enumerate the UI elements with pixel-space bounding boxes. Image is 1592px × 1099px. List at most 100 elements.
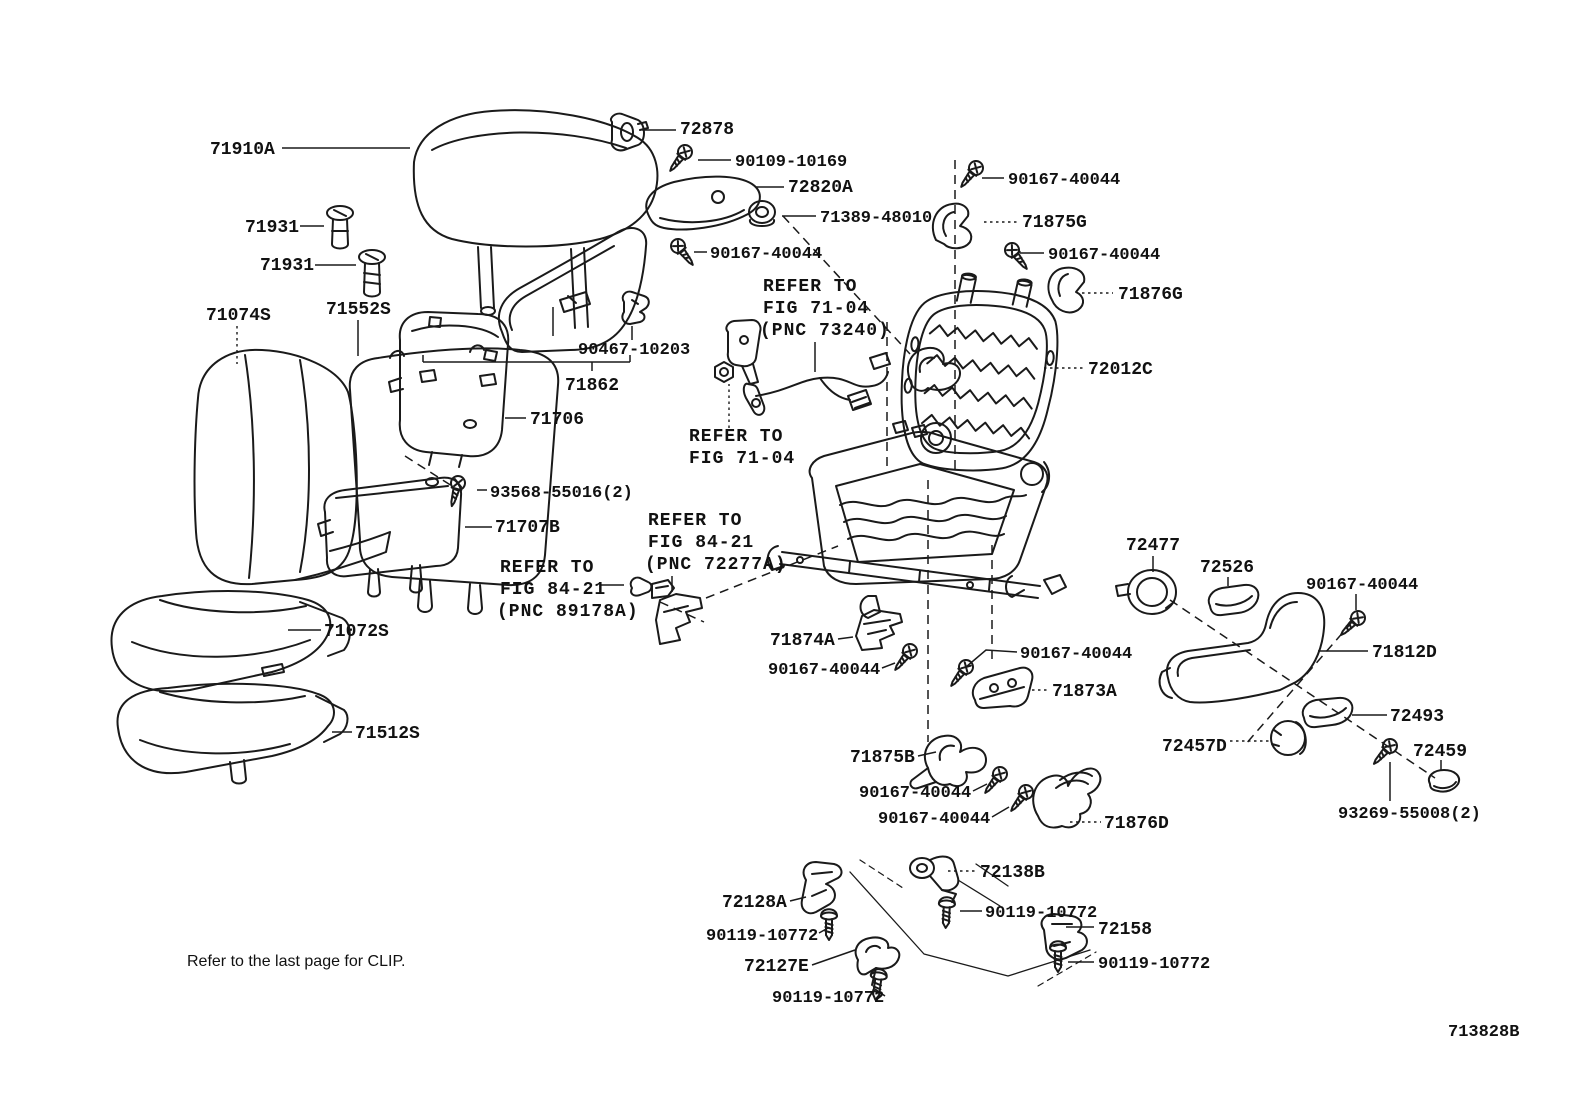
- part-headrest-support-71931-a: [326, 205, 354, 250]
- bracket-71862: [422, 355, 631, 371]
- leader-90167-g: [991, 806, 1010, 818]
- note-refer-1-line1: REFER TO: [763, 277, 857, 297]
- part-bracket-71876G: [1047, 266, 1086, 314]
- part-bracket-71874A: [855, 609, 903, 651]
- label-71707B: 71707B: [495, 518, 560, 538]
- label-71552S: 71552S: [326, 300, 391, 320]
- label-90167-left: 90167-40044: [710, 245, 822, 264]
- part-belt-buckle-assembly: [725, 319, 891, 416]
- part-back-panel-71706: [388, 311, 510, 468]
- construction-diag-rail: [705, 545, 839, 599]
- screw-90167-a: [667, 235, 700, 271]
- part-bracket-71873A: [971, 666, 1034, 709]
- part-cushion-cover-71072S: [110, 590, 351, 693]
- part-seatback-board-71552S: [348, 344, 560, 615]
- part-cushion-pad-71512S: [116, 682, 349, 785]
- label-90119-d: 90119-10772: [772, 989, 884, 1008]
- part-seatback-cover-71074S: [193, 348, 391, 586]
- label-71875B: 71875B: [850, 748, 915, 768]
- part-ring-72477: [1115, 569, 1177, 615]
- part-anchor-nut: [714, 361, 734, 383]
- part-lower-back-board-71707B: [317, 476, 463, 598]
- label-71876G: 71876G: [1118, 285, 1183, 305]
- part-clip-72138B: [909, 855, 960, 903]
- note-refer-4-line2: FIG 84-21: [500, 580, 606, 600]
- part-bracket-72128A: [800, 861, 843, 915]
- screw-90119-b: [820, 908, 838, 941]
- part-hook-72127E: [854, 936, 901, 986]
- screw-90109: [663, 141, 696, 177]
- label-71931-a: 71931: [245, 218, 299, 238]
- note-refer-1-line2: FIG 71-04: [763, 299, 869, 319]
- label-90119-b: 90119-10772: [706, 927, 818, 946]
- note-refer-2-line1: REFER TO: [689, 427, 783, 447]
- construction-diag-shield-2: [1244, 621, 1353, 746]
- leader-90167-f: [972, 783, 988, 792]
- leader-90167-d: [881, 662, 896, 669]
- part-seat-frame-72012C: [766, 272, 1067, 619]
- label-71873A: 71873A: [1052, 682, 1117, 702]
- construction-diag-panel: [404, 455, 453, 487]
- screw-90167-d: [888, 640, 921, 676]
- footer-clip-note: Refer to the last page for CLIP.: [187, 953, 406, 970]
- note-refer-3-line3: (PNC 72277A): [645, 555, 787, 575]
- label-90167-right: 90167-40044: [1048, 246, 1160, 265]
- construction-diag-clips: [659, 601, 705, 623]
- label-72820A: 72820A: [788, 178, 853, 198]
- leader-72128A: [789, 896, 807, 902]
- label-71512S: 71512S: [355, 724, 420, 744]
- label-72878: 72878: [680, 120, 734, 140]
- label-93269-55008: 93269-55008(2): [1338, 805, 1481, 824]
- label-72128A: 72128A: [722, 893, 787, 913]
- part-hook-71876D: [1032, 767, 1102, 829]
- figure-code: 713828B: [1448, 1023, 1519, 1042]
- note-refer-3-line2: FIG 84-21: [648, 533, 754, 553]
- leader-90167-e: [965, 649, 1018, 668]
- label-90467-10203: 90467-10203: [578, 341, 690, 360]
- label-90167-top: 90167-40044: [1008, 171, 1120, 190]
- part-clip-72878: [610, 112, 649, 152]
- label-90119-a: 90119-10772: [985, 904, 1097, 923]
- label-72457D: 72457D: [1162, 737, 1227, 757]
- part-armrest-72820A: [645, 175, 761, 231]
- screw-90167-g: [1004, 781, 1037, 817]
- part-knob-72457D: [1270, 720, 1307, 756]
- leader-71875B: [917, 751, 937, 757]
- label-72477: 72477: [1126, 536, 1180, 556]
- label-71862: 71862: [565, 376, 619, 396]
- label-71876D: 71876D: [1104, 814, 1169, 834]
- label-71910A: 71910A: [210, 140, 275, 160]
- label-90119-c: 90119-10772: [1098, 955, 1210, 974]
- part-pad-72526: [1207, 583, 1260, 617]
- part-headrest-71910A: [412, 109, 659, 329]
- screw-90167-c: [1001, 239, 1034, 275]
- label-71074S: 71074S: [206, 306, 271, 326]
- label-72526: 72526: [1200, 558, 1254, 578]
- note-refer-2-line2: FIG 71-04: [689, 449, 795, 469]
- leader-90119-d: [874, 988, 886, 997]
- part-cap-72459: [1428, 769, 1460, 793]
- part-headrest-support-71931-b: [358, 249, 386, 298]
- construction-diag-grommet: [782, 215, 911, 355]
- note-refer-4-line3: (PNC 89178A): [497, 602, 639, 622]
- part-seatback-shield-71862: [497, 227, 648, 353]
- label-71931-b: 71931: [260, 256, 314, 276]
- label-72012C: 72012C: [1088, 360, 1153, 380]
- leader-90119-b: [818, 927, 829, 934]
- label-72158: 72158: [1098, 920, 1152, 940]
- part-clip-90467: [621, 290, 650, 325]
- label-90167-mid-right: 90167-40044: [1020, 645, 1132, 664]
- label-90167-lower-2: 90167-40044: [878, 810, 990, 829]
- label-71389-48010: 71389-48010: [820, 209, 932, 228]
- part-side-shield-71812D: [1158, 592, 1326, 704]
- screw-90167-f: [978, 763, 1011, 799]
- label-72459: 72459: [1413, 742, 1467, 762]
- label-71875G: 71875G: [1022, 213, 1087, 233]
- leader-71874A: [837, 636, 854, 640]
- note-refer-1-line3: (PNC 73240): [760, 321, 890, 341]
- screw-90119-a: [936, 895, 957, 930]
- label-71072S: 71072S: [324, 622, 389, 642]
- note-refer-4-line1: REFER TO: [500, 558, 594, 578]
- label-90167-shield: 90167-40044: [1306, 576, 1418, 595]
